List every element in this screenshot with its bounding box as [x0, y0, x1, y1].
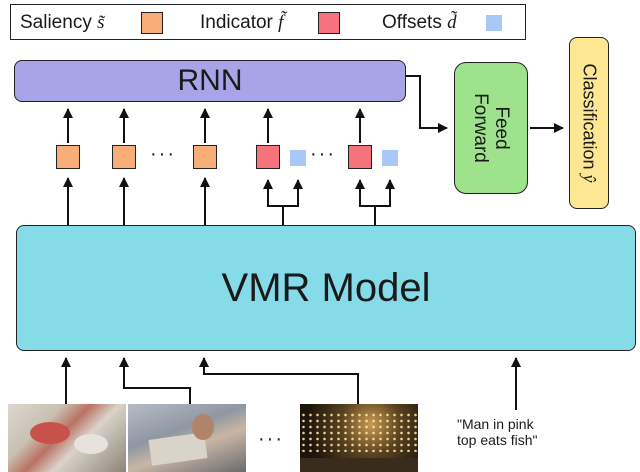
rnn-label: RNN — [177, 64, 243, 97]
feed-forward-label: Feed Forward — [470, 93, 512, 163]
query-text: "Man in pink top eats fish" — [457, 416, 538, 448]
video-frame-lights — [300, 404, 418, 472]
legend-indicator-label: Indicator f̃ — [200, 12, 284, 33]
legend-indicator-swatch — [318, 12, 340, 34]
saliency-square — [56, 145, 80, 169]
feed-forward-block: Feed Forward — [454, 62, 528, 194]
ellipsis: ··· — [150, 143, 176, 165]
legend-offsets-label: Offsets d̃ — [382, 12, 457, 33]
video-frame-man-eating — [128, 404, 246, 472]
offsets-square — [290, 150, 306, 166]
legend-offsets-swatch — [486, 15, 502, 31]
classification-label: Classification ŷ — [579, 63, 600, 183]
offsets-square — [382, 150, 398, 166]
ellipsis: ··· — [310, 143, 336, 165]
indicator-square — [348, 145, 372, 169]
video-frame-fish-market — [8, 404, 126, 472]
legend-saliency-label: Saliency s̃ — [20, 12, 105, 33]
vmr-model-label: VMR Model — [221, 265, 431, 310]
rnn-block: RNN — [14, 60, 406, 102]
vmr-model-block: VMR Model — [16, 225, 636, 351]
saliency-square — [193, 145, 217, 169]
ellipsis: ··· — [258, 428, 284, 450]
legend-saliency-swatch — [141, 12, 163, 34]
legend: Saliency s̃ Indicator f̃ Offsets d̃ — [10, 4, 526, 40]
indicator-square — [256, 145, 280, 169]
saliency-square — [112, 145, 136, 169]
classification-block: Classification ŷ — [569, 37, 609, 209]
